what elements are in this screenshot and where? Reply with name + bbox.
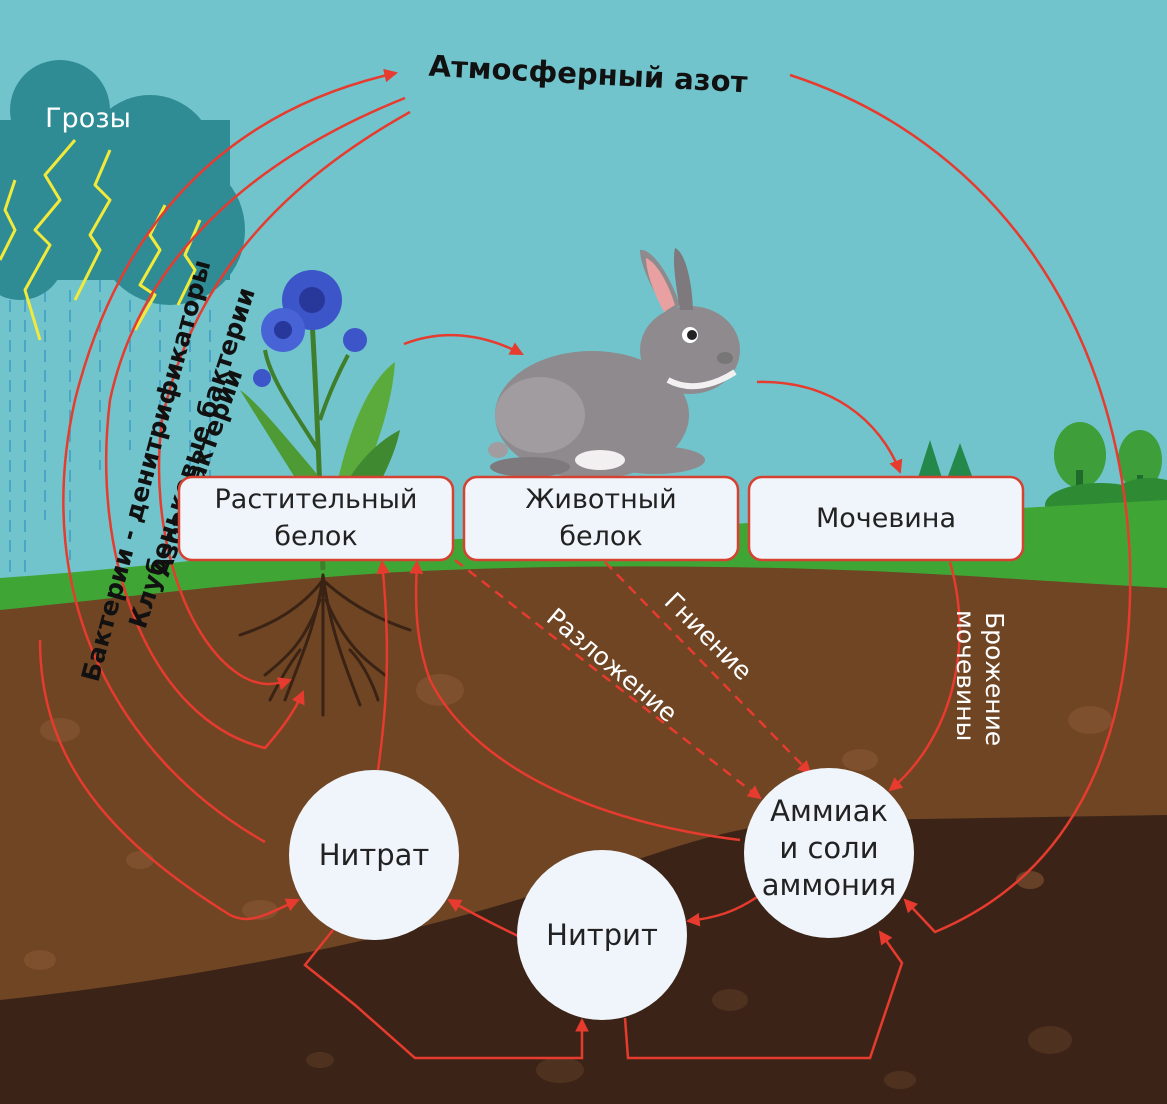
deep-soil-pebbles xyxy=(306,989,1072,1089)
arrow-nitrate-down-to-nitrite xyxy=(303,929,589,1060)
box-urea-label: Мочевина xyxy=(816,503,956,534)
dashed-arrows xyxy=(454,559,812,800)
node-ammonia: Аммиак и соли аммония xyxy=(744,768,914,938)
node-ammonia-line2: и соли xyxy=(779,831,878,865)
arrow-azotobacteria xyxy=(157,110,411,691)
box-animal-protein-line1: Животный xyxy=(525,484,676,515)
label-urea-fermentation-1: Брожение xyxy=(980,612,1009,746)
arrow-rain-nitrate xyxy=(38,639,300,921)
box-plant-protein-line2: белок xyxy=(274,521,357,552)
arrow-decomposition xyxy=(454,559,762,800)
arrow-nitrite-to-nitrate xyxy=(447,898,519,938)
arrow-rotting xyxy=(604,561,812,775)
arrow-plant-to-rabbit xyxy=(403,333,524,356)
node-ammonia-line1: Аммиак xyxy=(770,794,888,828)
box-plant-protein-line1: Растительный xyxy=(215,484,418,515)
node-nitrate: Нитрат xyxy=(289,770,459,940)
arrow-urea-fermentation xyxy=(888,561,961,792)
soil-pebbles xyxy=(24,674,1112,970)
arrow-rabbit-to-urea xyxy=(756,380,903,474)
arrow-nodule-bacteria xyxy=(104,96,406,750)
node-ammonia-line3: аммония xyxy=(762,868,897,902)
node-nitrite: Нитрит xyxy=(517,850,687,1020)
box-urea: Мочевина xyxy=(747,475,1025,562)
rabbit-illustration xyxy=(488,248,740,479)
node-nitrate-label: Нитрат xyxy=(319,838,430,872)
arrow-nitrate-to-plant xyxy=(376,559,391,771)
cloud-label: Грозы xyxy=(45,103,131,134)
node-nitrite-label: Нитрит xyxy=(546,918,658,952)
arrow-denitrification xyxy=(62,68,399,844)
arrow-ammonia-to-plant xyxy=(409,559,741,842)
arrow-ammonia-to-nitrite xyxy=(685,895,758,927)
box-animal-protein-line2: белок xyxy=(559,521,642,552)
arrow-atmosphere-to-soil xyxy=(789,73,1132,934)
box-plant-protein: Растительный белок xyxy=(177,475,455,562)
box-animal-protein: Животный белок xyxy=(462,475,740,562)
cycle-arrows xyxy=(38,68,1132,1060)
label-urea-fermentation-2: мочевины xyxy=(951,610,980,741)
storm-cloud xyxy=(0,60,245,305)
arrow-nitrite-down-to-ammonia xyxy=(623,930,904,1060)
